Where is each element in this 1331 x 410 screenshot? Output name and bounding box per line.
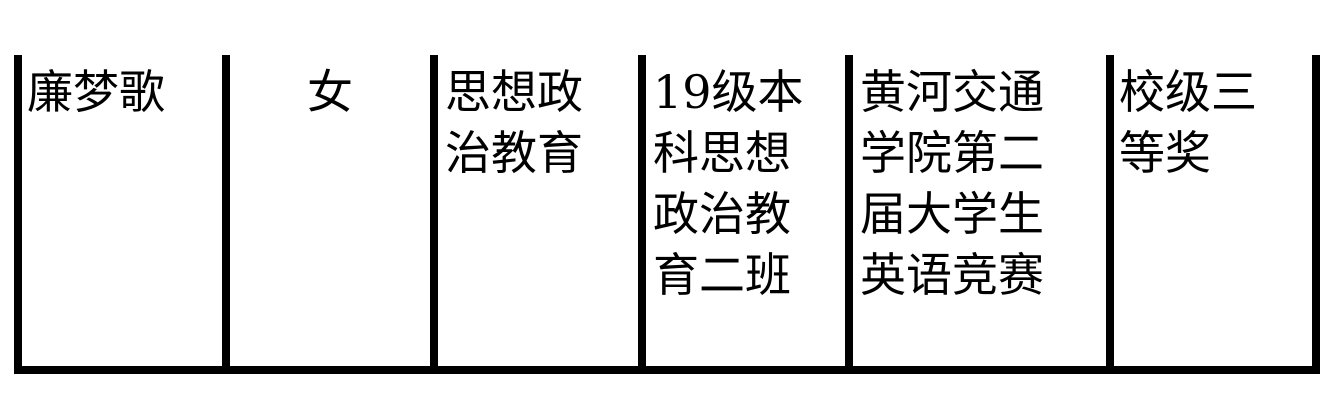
cell-gender: 女	[230, 62, 430, 123]
cell-text: 等奖	[1119, 126, 1211, 180]
cell-text: 届大学生	[860, 187, 1044, 241]
cell-text: 女	[307, 65, 353, 119]
cell-text: 学院第二	[860, 126, 1044, 180]
table-border	[1312, 55, 1320, 374]
table-border	[845, 55, 853, 374]
cell-text: 科思想	[653, 126, 791, 180]
cell-text: 思想政	[445, 65, 583, 119]
cell-text: 廉梦歌	[27, 65, 165, 119]
cell-text: 黄河交通	[860, 65, 1044, 119]
cell-class: 19级本 科思想 政治教 育二班	[653, 62, 804, 306]
table-border	[222, 55, 230, 374]
cell-text: 治教育	[445, 126, 583, 180]
table-border	[430, 55, 438, 374]
cell-text: 育二班	[653, 248, 791, 302]
cell-text: 校级三	[1119, 65, 1257, 119]
cell-award: 校级三 等奖	[1119, 62, 1257, 184]
cell-major: 思想政 治教育	[445, 62, 583, 184]
cell-name: 廉梦歌	[27, 62, 165, 123]
cell-text: 政治教	[653, 187, 791, 241]
table-border	[1106, 55, 1114, 374]
cell-text: 英语竞赛	[860, 248, 1044, 302]
cell-competition: 黄河交通 学院第二 届大学生 英语竞赛	[860, 62, 1044, 306]
cell-text: 19级本	[653, 65, 804, 119]
table-border	[638, 55, 646, 374]
table-border-bottom	[14, 366, 1320, 374]
table-border	[14, 55, 22, 374]
